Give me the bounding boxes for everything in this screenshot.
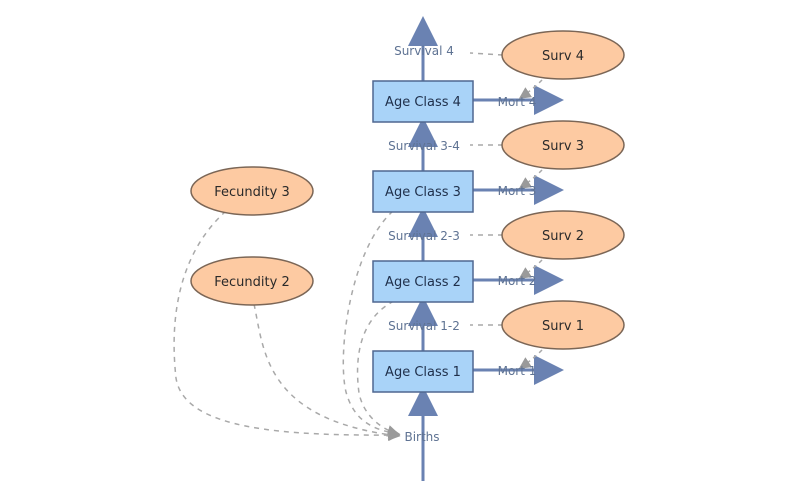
surv-4-to-mort-4-link	[518, 79, 543, 99]
surv-3-to-mort-3-link	[518, 169, 543, 189]
surv-4-variable[interactable]: Surv 4	[501, 30, 625, 80]
surv-1-variable[interactable]: Surv 1	[501, 300, 625, 350]
age-class-3-stock[interactable]: Age Class 3	[372, 170, 474, 213]
age-class-1-label: Age Class 1	[385, 365, 461, 380]
fecundity-3-label: Fecundity 3	[214, 185, 289, 200]
age-class-2-label: Age Class 2	[385, 275, 461, 290]
age-class-1-stock[interactable]: Age Class 1	[372, 350, 474, 393]
surv-4-label: Surv 4	[542, 49, 584, 64]
survival-4-label: Survival 4	[394, 44, 454, 58]
survival-1-2-label: Survival 1-2	[388, 319, 460, 333]
fecundity-2-to-births-link	[253, 303, 401, 441]
births-label: Births	[404, 430, 439, 444]
survival-2-3-label: Survival 2-3	[388, 229, 460, 243]
surv-2-variable[interactable]: Surv 2	[501, 210, 625, 260]
surv-2-to-mort-2-link	[518, 259, 543, 279]
surv-2-label: Surv 2	[542, 229, 584, 244]
age-class-2-stock[interactable]: Age Class 2	[372, 260, 474, 303]
age-class-4-stock[interactable]: Age Class 4	[372, 80, 474, 123]
fecundity-2-label: Fecundity 2	[214, 275, 289, 290]
mort-2-label: Mort 2	[498, 274, 537, 288]
mort-3-label: Mort 3	[498, 184, 537, 198]
age-class-4-label: Age Class 4	[385, 95, 461, 110]
age-class-3-to-births-link	[342, 210, 401, 439]
age-class-2-to-births-link	[356, 300, 400, 437]
surv-4-to-survival-4-link	[469, 52, 504, 56]
surv-3-label: Surv 3	[542, 139, 584, 154]
surv-3-variable[interactable]: Surv 3	[501, 120, 625, 170]
fecundity-2-variable[interactable]: Fecundity 2	[190, 256, 314, 306]
age-class-3-label: Age Class 3	[385, 185, 461, 200]
mort-1-label: Mort 1	[498, 364, 537, 378]
fecundity-3-variable[interactable]: Fecundity 3	[190, 166, 314, 216]
fecundity-3-to-births-link	[173, 210, 401, 442]
survival-3-4-label: Survival 3-4	[388, 139, 460, 153]
mort-4-label: Mort 4	[498, 95, 537, 109]
surv-1-to-mort-1-link	[518, 349, 543, 369]
surv-1-label: Surv 1	[542, 319, 584, 334]
